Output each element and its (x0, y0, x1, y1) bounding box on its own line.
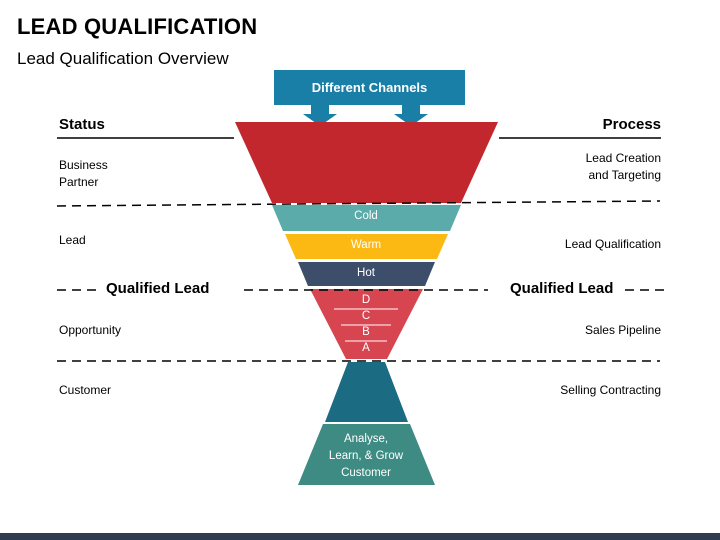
status-label-opportunity: Opportunity (59, 323, 122, 337)
qualified-lead-left: Qualified Lead (101, 280, 215, 297)
bottom-bar (0, 533, 720, 540)
process-header: Process (602, 116, 661, 133)
funnel-cold-segment (272, 205, 461, 231)
funnel-bottom-line-1: Analyse, (343, 433, 389, 445)
process-label-pipeline: Sales Pipeline (584, 323, 661, 337)
funnel-grade-d: D (361, 294, 371, 306)
funnel-bottom-line-3: Customer (341, 467, 391, 479)
status-label-customer: Customer (59, 383, 112, 397)
funnel-label-warm: Warm (350, 239, 382, 251)
status-label-partner: Partner (59, 175, 99, 189)
funnel-bottom-text: Analyse, Learn, & Grow Customer (296, 431, 436, 482)
status-header: Status (59, 116, 105, 133)
page-title: LEAD QUALIFICATION (17, 14, 258, 39)
page-subtitle: Lead Qualification Overview (17, 49, 229, 68)
different-channels-box: Different Channels (274, 70, 465, 105)
status-label-lead: Lead (59, 233, 86, 247)
arrow-left-icon (303, 104, 337, 126)
funnel-grades-segment (310, 289, 423, 359)
process-label-targeting: and Targeting (588, 168, 661, 182)
funnel-red-segment (235, 122, 498, 203)
funnel-base-segment (298, 424, 435, 485)
funnel-neck-segment (325, 362, 408, 422)
funnel-label-hot: Hot (357, 267, 375, 279)
status-label-business: Business (59, 158, 108, 172)
funnel-hot-segment (298, 262, 435, 286)
funnel-grade-c: C (361, 310, 371, 322)
funnel-warm-segment (285, 234, 448, 259)
process-label-creation: Lead Creation (585, 151, 661, 165)
process-label-qualification: Lead Qualification (564, 237, 661, 251)
qualified-lead-right: Qualified Lead (505, 280, 619, 297)
process-label-contracting: Selling Contracting (560, 383, 661, 397)
funnel-label-cold: Cold (354, 210, 378, 222)
funnel-grade-b: B (362, 326, 370, 338)
separator-1 (56, 200, 661, 207)
funnel-bottom-line-2: Learn, & Grow (328, 450, 404, 462)
funnel-grade-a: A (362, 342, 370, 354)
arrow-right-icon (394, 104, 428, 126)
